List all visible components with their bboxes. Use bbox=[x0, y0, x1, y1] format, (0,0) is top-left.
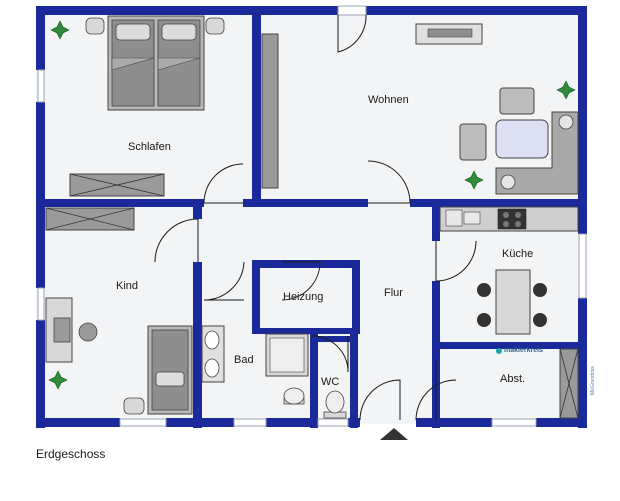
double-bed bbox=[107, 15, 205, 111]
brand-name: maklerkreis bbox=[504, 347, 543, 354]
room-label-schlafen: Schlafen bbox=[128, 141, 171, 153]
toilet-bad bbox=[283, 387, 305, 405]
plant-icons bbox=[48, 20, 576, 390]
armchair-top bbox=[499, 87, 535, 115]
single-bed bbox=[147, 325, 193, 415]
brand-logo-icon bbox=[496, 347, 502, 354]
wardrobe-schlafen bbox=[69, 173, 165, 197]
room-label-abst: Abst. bbox=[500, 373, 526, 385]
shower bbox=[265, 333, 309, 377]
room-label-kueche: Küche bbox=[502, 248, 534, 260]
credit-text: MeGrundriss bbox=[590, 366, 596, 395]
entrance-arrow-icon bbox=[380, 428, 408, 440]
room-label-kind: Kind bbox=[116, 280, 139, 292]
nightstand-kind bbox=[123, 397, 145, 415]
room-label-heizung: Heizung bbox=[283, 291, 324, 303]
coffee-table bbox=[495, 119, 549, 159]
corner-sofa bbox=[495, 111, 579, 195]
walls bbox=[36, 6, 587, 428]
nightstand-left bbox=[85, 17, 105, 35]
doors bbox=[154, 14, 477, 421]
nightstand-right bbox=[205, 17, 225, 35]
desk-chair bbox=[78, 322, 98, 342]
room-label-wohnen: Wohnen bbox=[368, 94, 409, 106]
side-table bbox=[500, 174, 516, 190]
floor-caption: Erdgeschoss bbox=[36, 447, 106, 461]
tv-unit bbox=[415, 23, 483, 45]
room-label-flur: Flur bbox=[384, 287, 403, 299]
dining-chairs bbox=[477, 283, 547, 327]
wardrobe-kind bbox=[45, 207, 135, 231]
room-label-wc: WC bbox=[321, 376, 340, 388]
plant-icon bbox=[464, 170, 484, 190]
brand-logo: maklerkreis bbox=[496, 347, 543, 354]
dining-table bbox=[495, 269, 531, 335]
plant-icon bbox=[50, 20, 70, 40]
wall-shelf bbox=[261, 33, 279, 189]
windows bbox=[37, 5, 587, 427]
monitor bbox=[53, 317, 71, 343]
plant-icon bbox=[556, 80, 576, 100]
toilet-wc bbox=[323, 390, 347, 419]
storage-shelf bbox=[559, 348, 579, 419]
armchair-left bbox=[459, 123, 487, 161]
room-label-bad: Bad bbox=[234, 354, 254, 366]
plant-icon bbox=[48, 370, 68, 390]
lamp bbox=[558, 114, 574, 130]
kitchen-counter bbox=[439, 206, 579, 232]
washbasins bbox=[201, 325, 225, 383]
